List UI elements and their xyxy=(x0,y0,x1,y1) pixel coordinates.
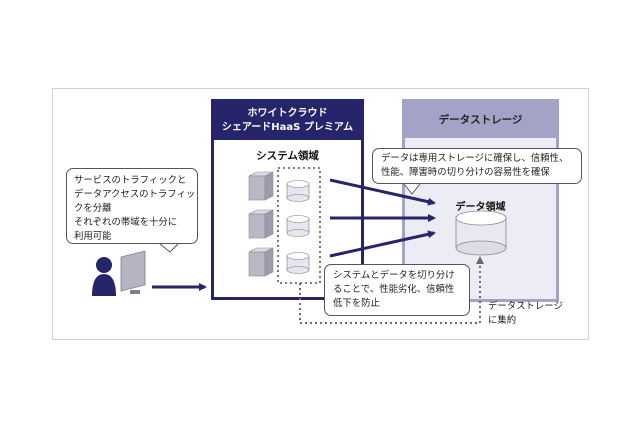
server-icon xyxy=(248,171,274,201)
note-line: サービスのトラフィックと xyxy=(74,175,187,186)
system-data-separation-note: システムとデータを切り分け ることで、性能劣化、信頼性 低下を防止 xyxy=(324,264,470,316)
server-icon xyxy=(248,209,274,239)
note-line: データは専用ストレージに確保し、信頼性、 xyxy=(381,153,569,164)
system-data-dotted-region xyxy=(277,167,321,284)
disk-icon xyxy=(286,180,310,202)
note-line: クを分離 xyxy=(74,203,112,214)
note-line: データアクセスのトラフィッ xyxy=(74,189,196,200)
haas-header: ホワイトクラウド シェアードHaaS プレミアム xyxy=(214,102,361,140)
storage-header: データストレージ xyxy=(405,102,556,138)
note-line: 利用可能 xyxy=(74,231,112,242)
caption-line: データストレージ xyxy=(488,301,563,312)
user-at-computer-icon xyxy=(92,250,146,296)
disk-icon xyxy=(286,252,310,274)
note-line: 低下を防止 xyxy=(333,298,380,309)
data-arrow-top xyxy=(329,178,436,206)
storage-cylinder-icon xyxy=(455,210,507,256)
consolidation-dotted-arrow xyxy=(299,256,484,324)
traffic-separation-note: サービスのトラフィックと データアクセスのトラフィッ クを分離 それぞれの帯域を… xyxy=(66,168,198,244)
data-region-label: データ領域 xyxy=(455,202,506,213)
data-arrow-bottom xyxy=(329,230,436,258)
note-line: それぞれの帯域を十分に xyxy=(74,217,178,228)
caption-line: に集約 xyxy=(488,315,517,326)
note-line: システムとデータを切り分け xyxy=(333,270,455,281)
storage-consolidation-caption: データストレージ に集約 xyxy=(488,300,563,328)
note-line: 性能、障害時の切り分けの容易性を確保 xyxy=(381,167,550,178)
small-disk-group xyxy=(286,180,310,274)
server-icon xyxy=(248,247,274,277)
disk-icon xyxy=(286,215,310,237)
haas-title-line2: シェアードHaaS プレミアム xyxy=(221,122,354,133)
system-region-label: システム領域 xyxy=(256,150,319,162)
reliability-bubble-pointer xyxy=(403,183,421,195)
note-line: ることで、性能劣化、信頼性 xyxy=(333,284,455,295)
server-group xyxy=(248,171,274,277)
haas-title-line1: ホワイトクラウド xyxy=(247,108,328,119)
reliability-note: データは専用ストレージに確保し、信頼性、 性能、障害時の切り分けの容易性を確保 xyxy=(372,148,582,184)
traffic-bubble-pointer xyxy=(159,243,179,253)
